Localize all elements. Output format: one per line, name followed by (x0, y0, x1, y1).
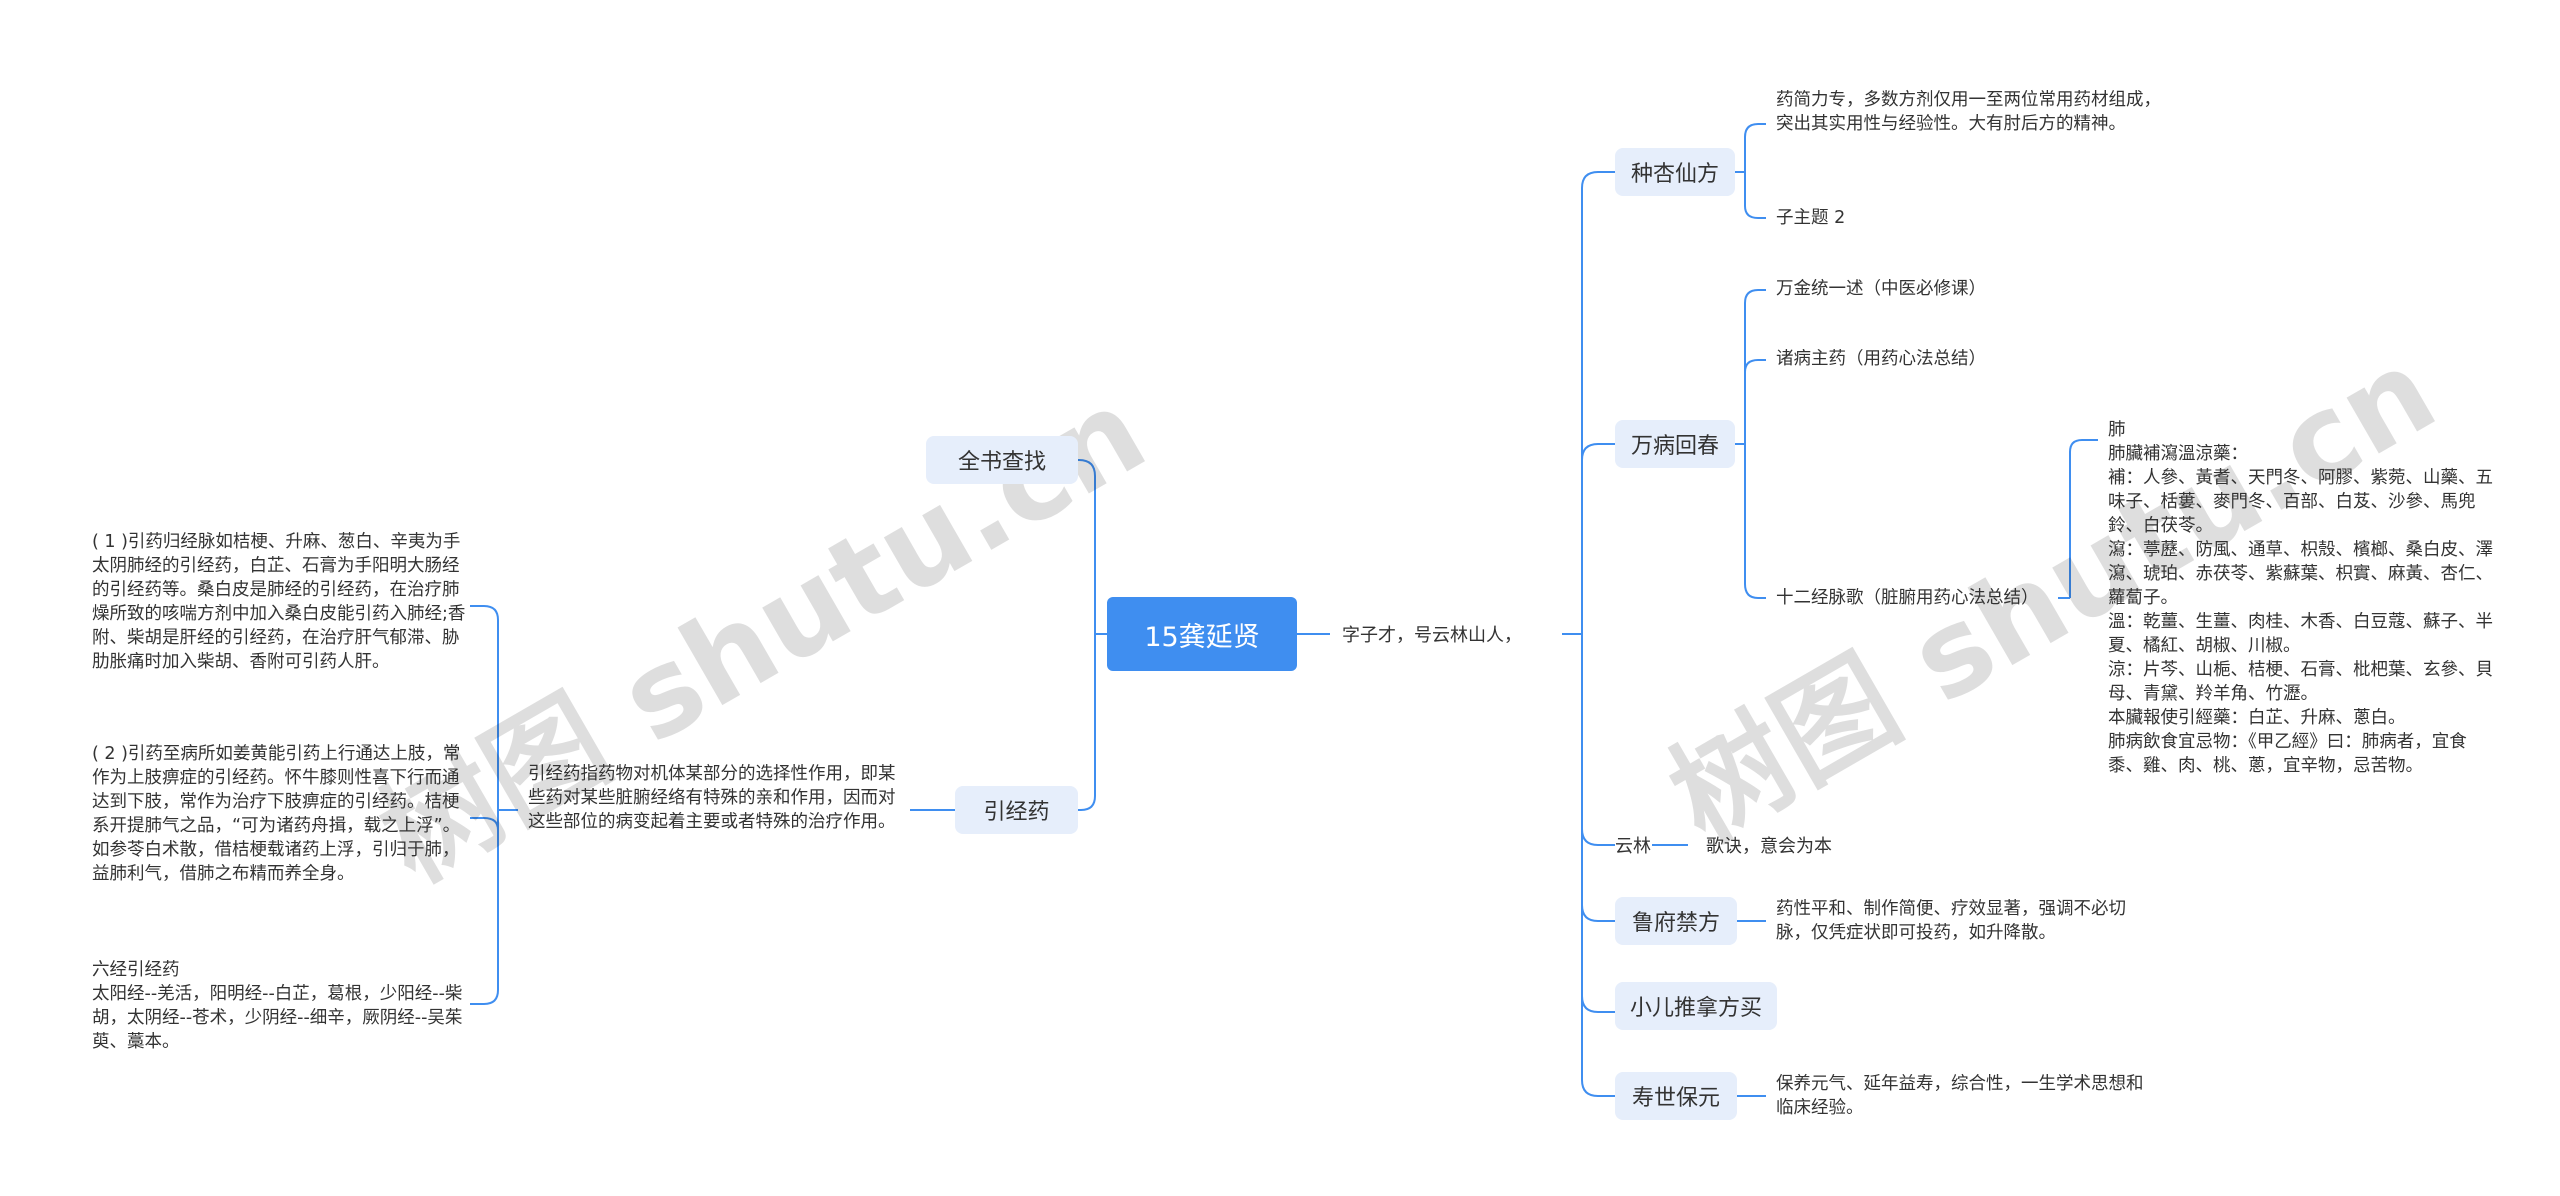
yinjing-item-2[interactable]: ( 2 )引药至病所如姜黄能引药上行通达上肢，常作为上肢痹症的引经药。怀牛膝则性… (92, 744, 461, 884)
intro-text[interactable]: 字子才，号云林山人， (1342, 625, 1522, 646)
zhongxing-item-2[interactable]: 子主题 2 (1776, 208, 1846, 228)
topic-yinjing[interactable]: 引经药 (955, 786, 1078, 834)
link-left-trunk (470, 605, 499, 1005)
topic-shoushi[interactable]: 寿世保元 (1615, 1072, 1737, 1120)
wanbing-item-3[interactable]: 十二经脉歌（脏腑用药心法总结） (1776, 588, 2039, 608)
root-node[interactable]: 15龚延贤 (1107, 597, 1297, 671)
topic-quanshu[interactable]: 全书查找 (926, 436, 1078, 484)
lufu-child[interactable]: 药性平和、制作简便、疗效显著，强调不必切脉，仅凭症状即可投药，如升降散。 (1776, 899, 2126, 943)
link-shier-detail (2058, 439, 2098, 599)
topic-wanbing[interactable]: 万病回春 (1615, 420, 1735, 468)
link-root-left (1078, 459, 1107, 811)
yunlin-child[interactable]: 歌诀，意会为本 (1706, 836, 1832, 857)
yinjing-desc[interactable]: 引经药指药物对机体某部分的选择性作用，即某些药对某些脏腑经络有特殊的亲和作用，因… (528, 764, 896, 832)
yinjing-item-1[interactable]: ( 1 )引药归经脉如桔梗、升麻、葱白、辛夷为手太阴肺经的引经药，白芷、石膏为手… (92, 532, 466, 672)
wanbing-item-1[interactable]: 万金统一述（中医必修课） (1776, 279, 1986, 299)
wanbing-item-2[interactable]: 诸病主药（用药心法总结） (1776, 349, 1986, 369)
topic-xiaoer[interactable]: 小儿推拿方买 (1615, 982, 1777, 1030)
topic-yunlin[interactable]: 云林 (1615, 836, 1651, 857)
link-right-trunk (1581, 171, 1615, 1097)
yinjing-item-3[interactable]: 六经引经药 太阳经--羌活，阳明经--白芷，葛根，少阳经--柴胡，太阴经--苍术… (92, 960, 463, 1052)
topic-lufu[interactable]: 鲁府禁方 (1615, 897, 1737, 945)
lung-detail-text[interactable]: 肺 肺臟補瀉溫涼藥： 補：人參、黃耆、天門冬、阿膠、紫菀、山藥、五味子、栝蔞、麥… (2108, 420, 2493, 776)
zhongxing-item-1[interactable]: 药简力专，多数方剂仅用一至两位常用药材组成，突出其实用性与经验性。大有肘后方的精… (1776, 90, 2161, 134)
link-zhongxing (1735, 123, 1766, 219)
shoushi-child[interactable]: 保养元气、延年益寿，综合性，一生学术思想和临床经验。 (1776, 1074, 2144, 1118)
link-wanbing (1735, 289, 1766, 599)
topic-zhongxing[interactable]: 种杏仙方 (1615, 148, 1735, 196)
